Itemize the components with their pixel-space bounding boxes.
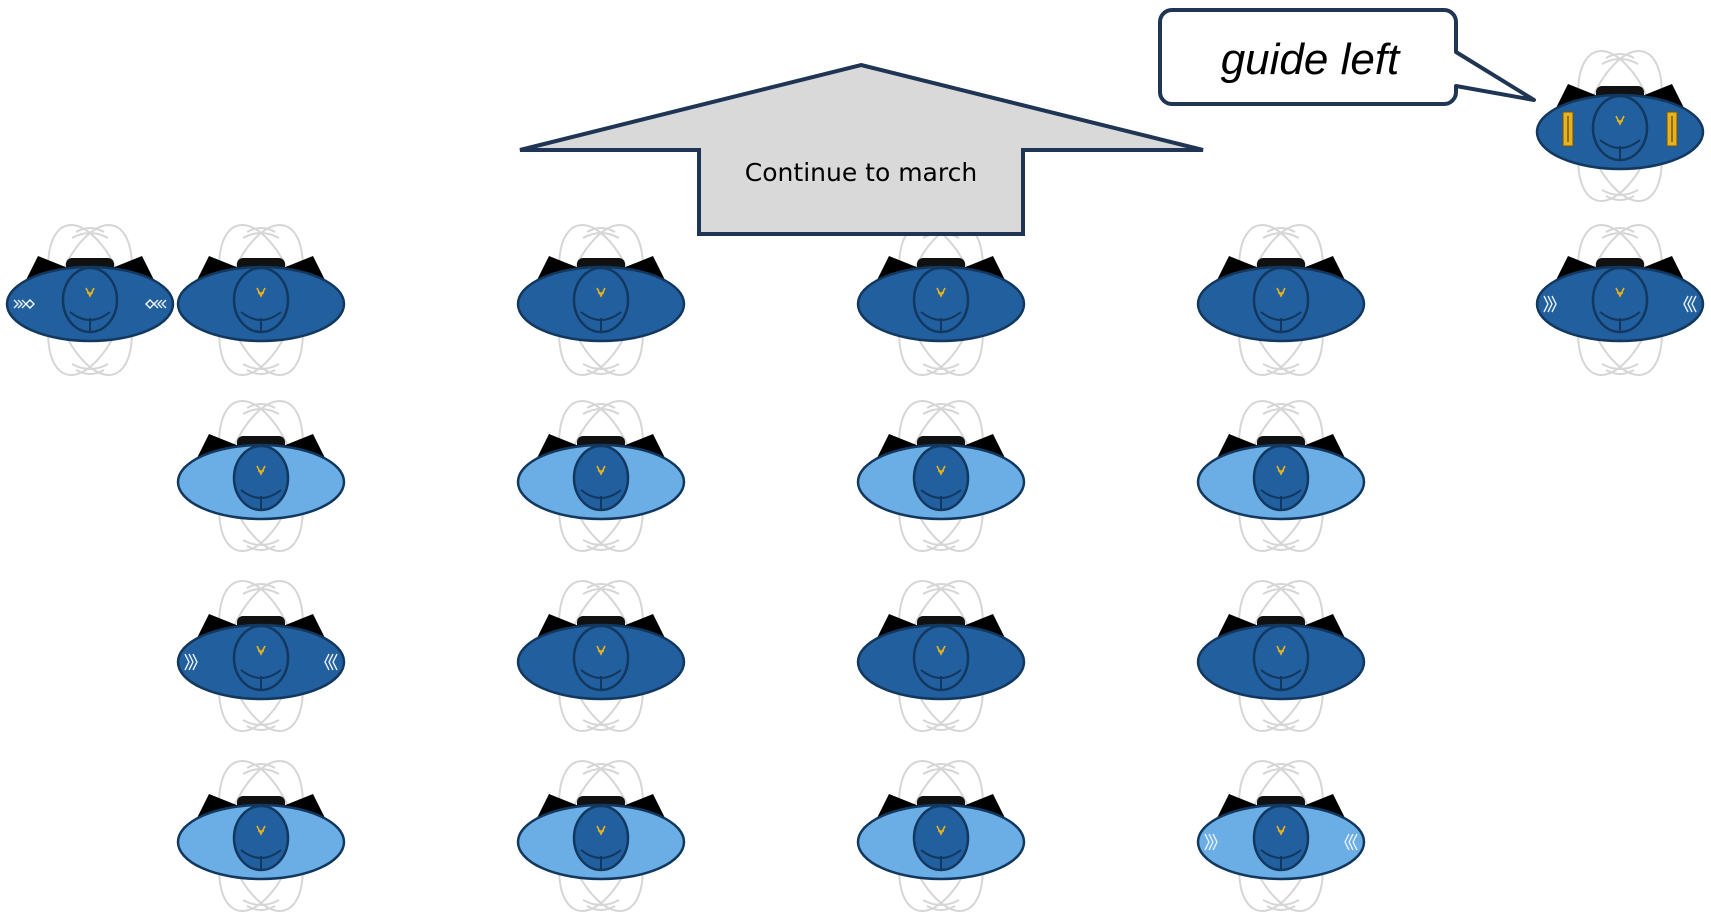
rank-member bbox=[1196, 614, 1366, 701]
guide-callout-label: guide left bbox=[1221, 35, 1401, 84]
cap-badge-icon bbox=[936, 287, 946, 298]
cap-badge-icon bbox=[596, 465, 606, 476]
chevron-marks-icon bbox=[1204, 833, 1218, 851]
guide-member bbox=[1535, 84, 1705, 171]
front-rank-member bbox=[856, 256, 1026, 343]
rank-member bbox=[1196, 794, 1366, 881]
rank-member bbox=[1196, 434, 1366, 521]
front-rank-member bbox=[176, 256, 346, 343]
cap-badge-icon bbox=[1615, 287, 1625, 298]
front-rank-member bbox=[1535, 256, 1705, 343]
cap-badge-icon bbox=[256, 825, 266, 836]
front-rank-member bbox=[516, 256, 686, 343]
formation-members bbox=[5, 84, 1705, 881]
direction-arrow-shape bbox=[519, 62, 1204, 236]
front-rank-member bbox=[1196, 256, 1366, 343]
guide-callout-bubble bbox=[1158, 8, 1536, 106]
direction-arrow: Continue to march bbox=[519, 62, 1204, 236]
rank-member bbox=[176, 794, 346, 881]
chevron-marks-icon bbox=[324, 653, 338, 671]
rank-member bbox=[856, 434, 1026, 521]
cap-badge-icon bbox=[1615, 115, 1625, 126]
cap-badge-icon bbox=[936, 465, 946, 476]
cap-badge-icon bbox=[256, 465, 266, 476]
cap-badge-icon bbox=[596, 645, 606, 656]
direction-arrow-label: Continue to march bbox=[745, 158, 977, 187]
guide-callout: guide left bbox=[1158, 8, 1536, 106]
chevron-marks-icon bbox=[1543, 295, 1557, 313]
diamond-marks-icon bbox=[13, 299, 35, 309]
rank-member bbox=[516, 614, 686, 701]
chevron-marks-icon bbox=[184, 653, 198, 671]
cap-badge-icon bbox=[936, 825, 946, 836]
cap-badge-icon bbox=[1276, 287, 1286, 298]
diamond-marks-icon bbox=[145, 299, 167, 309]
rank-member bbox=[516, 434, 686, 521]
rank-member bbox=[856, 794, 1026, 881]
rank-member bbox=[516, 794, 686, 881]
rank-member bbox=[176, 614, 346, 701]
cap-badge-icon bbox=[936, 645, 946, 656]
chevron-marks-icon bbox=[1344, 833, 1358, 851]
cap-badge-icon bbox=[596, 825, 606, 836]
cap-badge-icon bbox=[1276, 825, 1286, 836]
cap-badge-icon bbox=[256, 645, 266, 656]
cap-badge-icon bbox=[85, 287, 95, 298]
cap-badge-icon bbox=[1276, 645, 1286, 656]
cap-badge-icon bbox=[596, 287, 606, 298]
chevron-marks-icon bbox=[1683, 295, 1697, 313]
rank-member bbox=[176, 434, 346, 521]
cap-badge-icon bbox=[256, 287, 266, 298]
front-rank-member bbox=[5, 256, 175, 343]
rank-member bbox=[856, 614, 1026, 701]
cap-badge-icon bbox=[1276, 465, 1286, 476]
